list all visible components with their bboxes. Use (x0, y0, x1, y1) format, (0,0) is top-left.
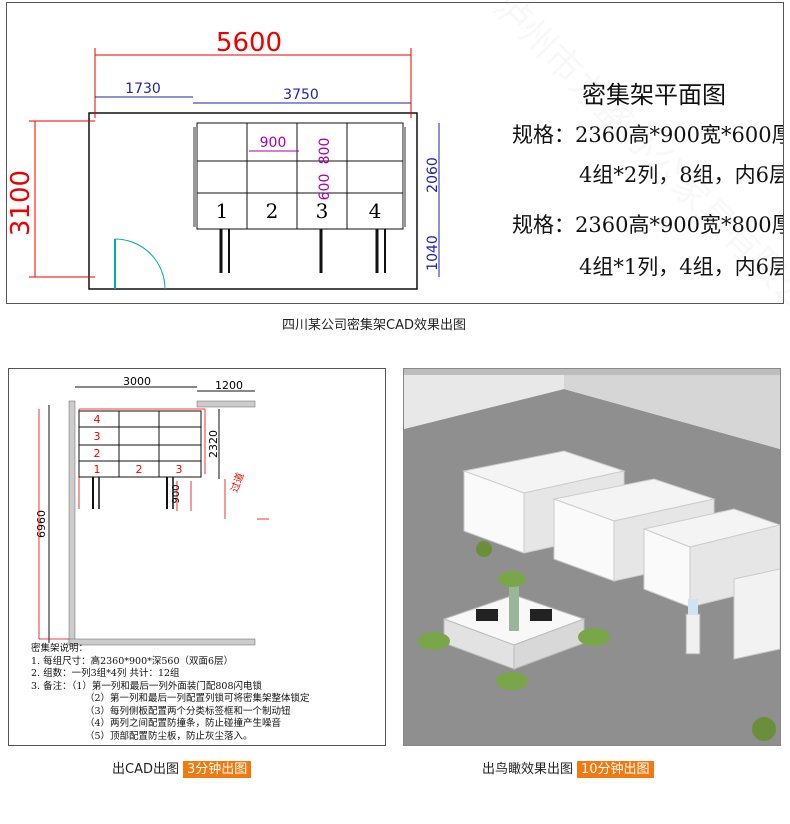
unit-number: 1 (216, 199, 229, 223)
wall-left (404, 369, 564, 429)
plan-title: 密集架平面图 (582, 81, 726, 109)
unit-number: 2 (266, 199, 279, 223)
cad-unit-number: 2 (94, 447, 101, 460)
cad-notes: 密集架说明： 1. 每组尺寸：高2360*900*深560（双面6层） 2. 组… (31, 643, 310, 743)
cad-unit-number: 3 (176, 463, 183, 476)
plant (476, 541, 492, 557)
unit-number: 4 (369, 199, 382, 223)
unit-number: 3 (316, 199, 329, 223)
dim-total: 5600 (216, 28, 282, 58)
caption-left-text: 出CAD出图 (112, 762, 179, 777)
dim-3000: 3000 (123, 375, 151, 388)
badge-left: 3分钟出图 (182, 761, 252, 778)
spec1-line1: 规格：2360高*900宽*600厚 (512, 123, 784, 147)
water-bottle (688, 599, 698, 615)
cad-unit-number: 1 (94, 463, 101, 476)
dim-right-bottom: 1040 (425, 235, 441, 271)
door-swing (114, 238, 166, 290)
dim-right-top: 2060 (425, 157, 441, 193)
dim-2320: 2320 (207, 430, 220, 458)
note-line: 2. 组数：一列3组*4列 共计：12组 (31, 668, 180, 679)
top-plan-drawing: 5600 1730 3750 3100 1 2 3 (7, 28, 441, 290)
cad-walls (68, 400, 256, 646)
dim-depth-b: 600 (317, 174, 333, 201)
wall-right (564, 369, 780, 449)
dim-unit-w: 900 (260, 135, 287, 151)
aisle-label: 过道 (228, 471, 247, 494)
plant (752, 717, 776, 741)
dim-left: 1730 (125, 81, 161, 97)
dim-1200: 1200 (215, 379, 243, 392)
cad-unit-number: 4 (94, 413, 101, 426)
note-line: （4）两列之间配置防撞条，防止碰撞产生噪音 (85, 718, 282, 729)
dim-height: 3100 (7, 170, 36, 236)
badge-right: 10分钟出图 (577, 761, 654, 778)
spec2-line1: 规格：2360高*900宽*800厚 (512, 213, 784, 237)
water-dispenser (685, 613, 701, 655)
top-plan-panel: 5600 1730 3750 3100 1 2 3 (6, 2, 784, 304)
caption-right-text: 出鸟瞰效果出图 (482, 762, 574, 777)
cad-drawing: 3000 1200 6960 2320 900 (35, 375, 269, 646)
shelving-grid (193, 122, 406, 273)
cad-unit-number: 3 (94, 430, 101, 443)
workstation-cluster (418, 571, 610, 690)
note-line: （5）顶部配置防尘板，防止灰尘落入。 (85, 730, 253, 742)
note-line: 密集架说明： (31, 643, 89, 654)
cad-unit-number: 2 (136, 463, 143, 476)
dim-900: 900 (171, 484, 182, 503)
spec1-line2: 4组*2列，8组，内6层。 (579, 163, 783, 187)
dim-depth-a: 800 (317, 138, 333, 165)
note-line: （3）每列侧板配置两个分类标签框和一个制动钮 (85, 705, 291, 717)
dim-6960: 6960 (35, 510, 48, 538)
mobile-shelving-units (462, 450, 780, 660)
office-render (404, 369, 780, 745)
spec2-line2: 4组*1列，4组，内6层。 (579, 255, 783, 279)
note-line: 3. 备注：（1）第一列和最后一列外面装门配808闪电锁 (31, 680, 263, 692)
note-line: 1. 每组尺寸：高2360*900*深560（双面6层） (31, 655, 234, 667)
cad-panel: 3000 1200 6960 2320 900 (8, 368, 386, 746)
room-wall (88, 112, 418, 290)
top-caption: 四川某公司密集架CAD效果出图 (282, 318, 466, 333)
note-line: （2）第一列和最后一列配置列锁可将密集架整体锁定 (85, 693, 310, 704)
dim-right: 3750 (283, 87, 319, 103)
render-panel (403, 368, 781, 746)
cad-shelving-grid (78, 410, 202, 509)
